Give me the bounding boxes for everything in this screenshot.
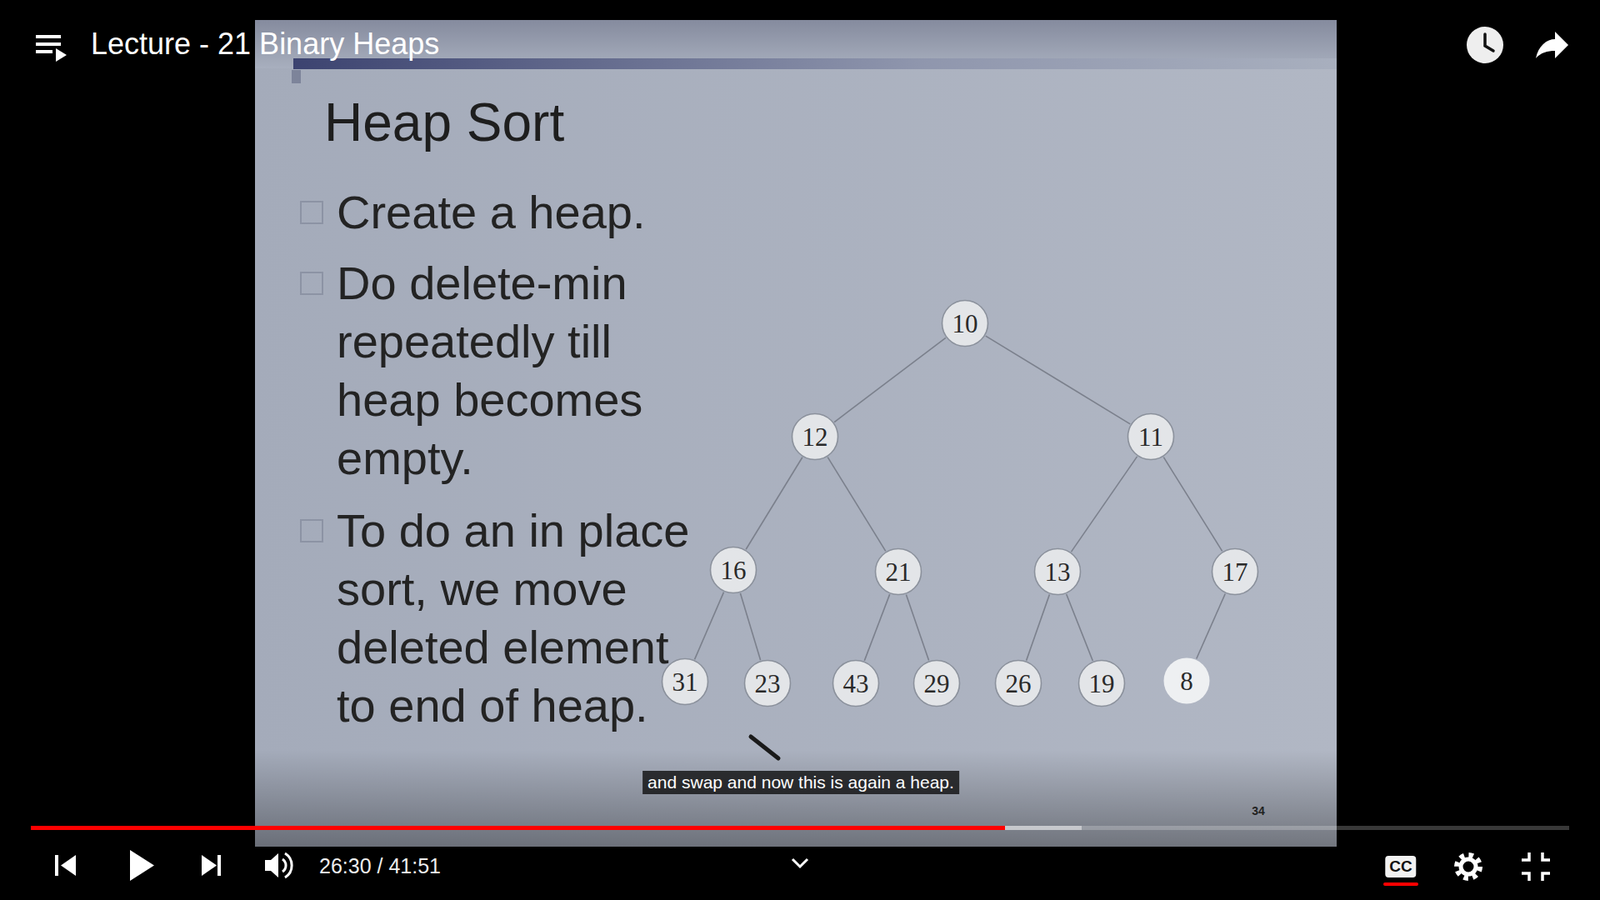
icon-strokes xyxy=(282,852,1550,881)
node-value: 23 xyxy=(755,670,781,697)
node-value: 16 xyxy=(720,557,747,584)
node-circle xyxy=(833,660,880,707)
node-circle xyxy=(875,549,922,595)
playlist-bar xyxy=(35,35,61,39)
prev-bar xyxy=(55,855,59,876)
playlist-triangle xyxy=(55,48,67,62)
tree-edge xyxy=(1066,594,1094,661)
tree-edge xyxy=(695,592,725,660)
heap-node: 10 xyxy=(940,299,990,348)
time-display: 26:30 / 41:51 xyxy=(319,853,441,879)
bullet-box xyxy=(300,520,323,542)
node-circle xyxy=(995,660,1042,707)
tree-edge xyxy=(864,594,890,661)
heap-node: 16 xyxy=(709,545,758,595)
prev-triangle xyxy=(60,855,76,876)
node-value: 43 xyxy=(843,670,870,697)
bullet-text: Do delete-min repeatedly till heap becom… xyxy=(336,254,720,488)
clock-icon xyxy=(1466,26,1504,64)
gear-teeth xyxy=(1456,855,1480,879)
playlist-icon xyxy=(35,35,67,62)
node-value: 11 xyxy=(1138,424,1164,450)
heap-node: 26 xyxy=(994,659,1043,708)
node-circle xyxy=(1128,414,1175,460)
bullet-boxes xyxy=(300,201,323,542)
tree-edge xyxy=(827,457,886,552)
gear-ring xyxy=(1460,859,1476,875)
volume-wave xyxy=(285,853,292,878)
tree-edge xyxy=(1070,456,1137,552)
node-value: 13 xyxy=(1045,559,1071,585)
bullet-box xyxy=(300,201,323,224)
bullet-text: To do an in place sort, we move deleted … xyxy=(336,501,720,735)
node-value: 17 xyxy=(1222,559,1249,585)
node-value: 29 xyxy=(924,670,950,697)
progress-buffered xyxy=(30,825,1082,830)
node-circle xyxy=(710,547,757,594)
next-triangle xyxy=(201,855,217,876)
heap-node: 12 xyxy=(790,412,840,461)
tree-edge xyxy=(834,337,946,422)
node-circle xyxy=(1035,549,1081,595)
video-title: Lecture - 21 Binary Heaps xyxy=(90,25,440,63)
slide-ground xyxy=(255,20,1337,847)
node-value: 10 xyxy=(952,310,979,337)
heap-node: 17 xyxy=(1210,547,1260,596)
node-circle xyxy=(792,414,839,460)
slide-title-bar xyxy=(293,58,1337,70)
tree-edge xyxy=(985,335,1130,425)
clock-hands xyxy=(1485,34,1494,51)
share-icon xyxy=(1535,31,1569,59)
cc-underline xyxy=(1383,882,1419,886)
node-circle xyxy=(914,660,960,707)
volume-speaker xyxy=(265,853,279,878)
slide-title: Heap Sort xyxy=(324,91,565,154)
node-value: 8 xyxy=(1180,668,1194,695)
node-value: 19 xyxy=(1089,670,1115,697)
node-value: 12 xyxy=(802,424,829,450)
heap-node: 11 xyxy=(1126,412,1175,461)
tree-edge xyxy=(1163,457,1222,552)
next-bar xyxy=(217,855,221,876)
progress-played xyxy=(30,825,1005,830)
node-value: 26 xyxy=(1005,670,1032,697)
tree-edge xyxy=(745,457,803,550)
fullscreen-exit-icon xyxy=(1521,852,1550,881)
chevron-icon xyxy=(792,859,808,867)
node-value: 31 xyxy=(672,669,699,695)
node-circle xyxy=(1212,549,1259,595)
heap-node: 8 xyxy=(1162,656,1211,705)
volume-wave xyxy=(282,859,286,872)
node-circle xyxy=(942,300,989,347)
tree-edge xyxy=(1026,594,1050,660)
tree-edge xyxy=(905,594,929,660)
node-circle xyxy=(1079,660,1125,707)
node-circle xyxy=(745,660,791,707)
heap-node: 21 xyxy=(874,547,923,596)
bullet-box xyxy=(300,272,323,295)
node-value: 21 xyxy=(885,559,912,585)
heap-node: 43 xyxy=(831,659,880,708)
heap-node: 23 xyxy=(743,659,792,708)
tree-edge xyxy=(740,593,760,660)
progress-track xyxy=(30,825,1570,830)
heap-node: 19 xyxy=(1077,659,1126,708)
playlist-bar xyxy=(35,42,61,46)
cc-button: CC xyxy=(1385,855,1416,878)
heap-node: 31 xyxy=(660,657,710,706)
node-circle xyxy=(1164,658,1210,705)
subtitle-caption: and swap and now this is again a heap. xyxy=(642,770,960,795)
slide-corner-mark xyxy=(291,70,301,84)
slide-number: 34 xyxy=(1251,804,1265,818)
player-controls xyxy=(55,850,279,881)
heap-node: 13 xyxy=(1033,547,1082,596)
controls-shade xyxy=(0,750,1600,900)
playlist-bar xyxy=(35,50,53,54)
bullet-text: Create a heap. xyxy=(336,183,720,242)
heap-node: 29 xyxy=(912,659,961,708)
node-circle xyxy=(662,659,709,705)
play-icon xyxy=(130,850,155,881)
tree-edge xyxy=(1196,594,1226,660)
